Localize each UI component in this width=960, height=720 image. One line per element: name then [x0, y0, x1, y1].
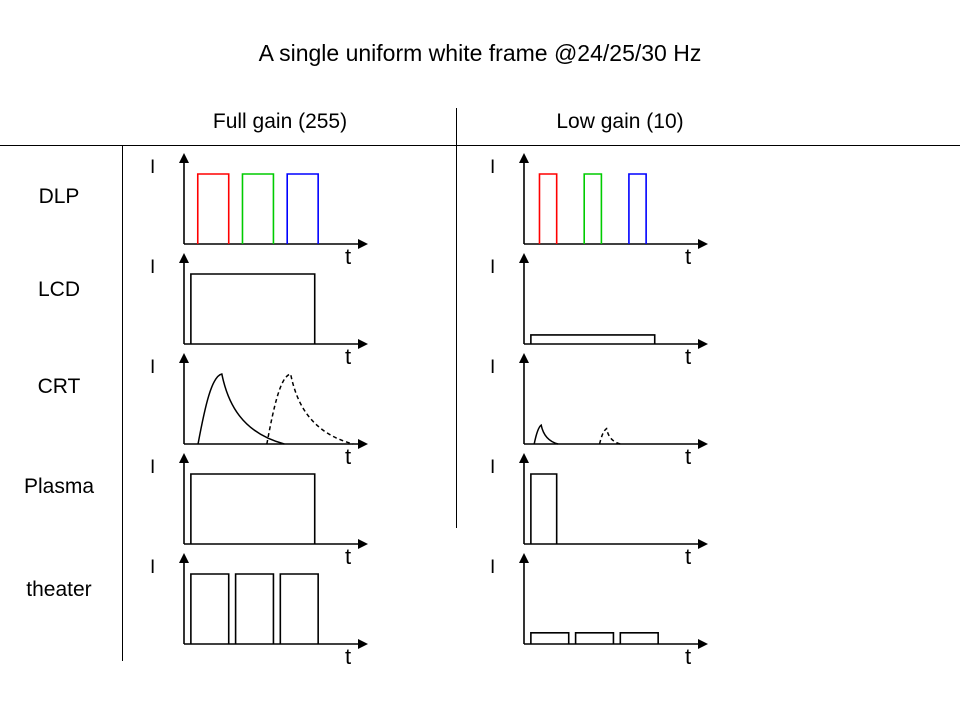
waveform-svg-dlp-low: [519, 153, 708, 249]
row-label-theater: theater: [26, 578, 92, 601]
x-axis-label-plasma-full: t: [345, 544, 352, 569]
y-axis-label-plasma-low: I: [490, 457, 496, 478]
waveform-plot-theater-full: [168, 552, 398, 657]
waveform-svg-crt-low: [519, 353, 708, 449]
waveform-svg-lcd-full: [179, 253, 368, 349]
waveform-svg-plasma-full: [179, 453, 368, 549]
row-label-plasma: Plasma: [23, 475, 95, 498]
waveform-plot-plasma-low: [508, 452, 738, 557]
x-axis-label-plasma-low: t: [685, 544, 692, 569]
waveform-svg-plasma-low: [519, 453, 708, 549]
waveform-plot-dlp-full: [168, 152, 398, 257]
column-divider-vertical: [456, 108, 457, 528]
x-axis-label-lcd-full: t: [345, 344, 352, 369]
y-axis-label-crt-low: I: [490, 357, 496, 378]
waveform-svg-dlp-full: [179, 153, 368, 249]
waveform-svg-theater-full: [179, 553, 368, 649]
row-label-crt: CRT: [37, 375, 81, 398]
row-label-lcd: LCD: [37, 278, 80, 301]
y-axis-label-dlp-full: I: [150, 157, 156, 178]
waveform-svg-crt-full: [179, 353, 368, 449]
header-divider-horizontal: [0, 145, 960, 146]
x-axis-label-theater-low: t: [685, 644, 692, 669]
waveform-plot-theater-low: [508, 552, 738, 657]
x-axis-label-dlp-full: t: [345, 244, 352, 269]
y-axis-label-theater-low: I: [490, 557, 496, 578]
y-axis-label-dlp-low: I: [490, 157, 496, 178]
y-axis-label-crt-full: I: [150, 357, 156, 378]
x-axis-label-lcd-low: t: [685, 344, 692, 369]
waveform-plot-dlp-low: [508, 152, 738, 257]
x-axis-label-crt-low: t: [685, 444, 692, 469]
column-header-low-gain: Low gain (10): [556, 110, 684, 133]
row-label-dlp: DLP: [38, 185, 80, 208]
y-axis-label-theater-full: I: [150, 557, 156, 578]
x-axis-label-crt-full: t: [345, 444, 352, 469]
y-axis-label-plasma-full: I: [150, 457, 156, 478]
page-title: A single uniform white frame @24/25/30 H…: [258, 40, 702, 66]
y-axis-label-lcd-full: I: [150, 257, 156, 278]
waveform-plot-lcd-full: [168, 252, 398, 357]
waveform-plot-crt-full: [168, 352, 398, 457]
waveform-plot-plasma-full: [168, 452, 398, 557]
row-label-divider-vertical: [122, 145, 123, 661]
y-axis-label-lcd-low: I: [490, 257, 496, 278]
waveform-plot-crt-low: [508, 352, 738, 457]
waveform-svg-lcd-low: [519, 253, 708, 349]
waveform-svg-theater-low: [519, 553, 708, 649]
x-axis-label-dlp-low: t: [685, 244, 692, 269]
column-header-full-gain: Full gain (255): [212, 110, 348, 133]
waveform-plot-lcd-low: [508, 252, 738, 357]
x-axis-label-theater-full: t: [345, 644, 352, 669]
